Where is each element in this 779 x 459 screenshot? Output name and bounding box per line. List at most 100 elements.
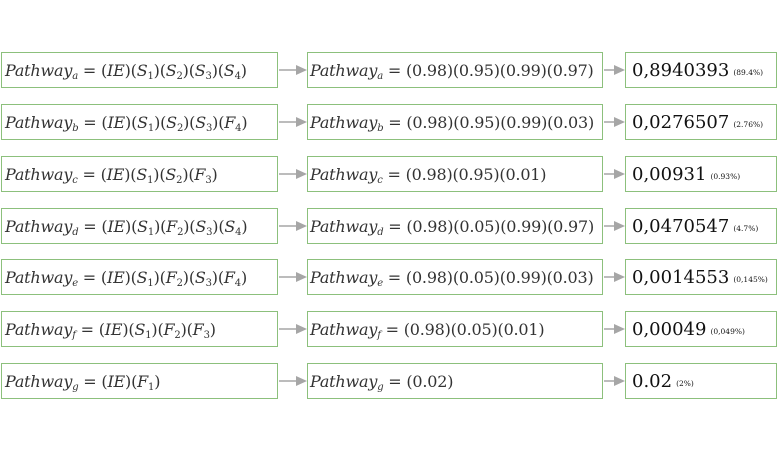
formula-term: (F4) [218, 268, 247, 289]
term-symbol: S [136, 267, 148, 287]
paren: ) [211, 164, 218, 184]
equals-sign: = [75, 319, 99, 339]
term-subscript: 1 [145, 329, 152, 341]
paren: ) [154, 371, 161, 391]
pathway-subscript: c [377, 174, 383, 186]
equals-sign: = [77, 267, 101, 287]
term-symbol: IE [106, 164, 125, 184]
term-symbol: F [137, 371, 149, 391]
paren: ) [122, 319, 129, 339]
paren: ) [154, 216, 161, 236]
term-subscript: 1 [147, 277, 154, 289]
formula-term: (S1) [128, 320, 157, 341]
numeric-formula: Pathwayd = (0.98)(0.05)(0.99)(0.97) [310, 217, 594, 238]
result-percent: (2%) [676, 378, 694, 388]
term-symbol: IE [106, 267, 125, 287]
equals-sign: = [382, 267, 406, 287]
paren: ) [182, 267, 189, 287]
equals-sign: = [77, 60, 101, 80]
paren: ( [131, 371, 138, 391]
symbolic-formula: Pathwayd = (IE)(S1)(F2)(S3)(S4) [5, 216, 248, 238]
term-symbol: F [224, 112, 236, 132]
symbolic-formula-box: Pathwayc = (IE)(S1)(S2)(F3) [1, 156, 278, 192]
pathway-subscript: d [377, 226, 384, 238]
paren: ) [125, 371, 132, 391]
pathway-label: Pathway [310, 371, 378, 391]
result-value: 0,0276507 [632, 111, 730, 133]
pathway-label: Pathway [310, 164, 378, 184]
pathway-subscript: g [377, 381, 384, 393]
pathway-label: Pathway [310, 60, 378, 80]
formula-term: (F4) [218, 112, 247, 134]
paren: ) [211, 267, 218, 287]
pathway-name: Pathwaye [310, 268, 383, 289]
term-symbol: S [194, 60, 206, 80]
formula-term: (IE) [99, 320, 129, 339]
paren: ) [212, 112, 219, 132]
paren: ) [211, 60, 218, 80]
term-subscript: 2 [177, 226, 184, 238]
equals-sign: = [382, 164, 406, 184]
result-box: 0,0276507(2.76%) [625, 104, 777, 140]
paren: ( [189, 112, 196, 132]
paren: ( [189, 216, 196, 236]
paren: ( [218, 112, 225, 132]
term-subscript: 1 [147, 226, 155, 238]
numeric-expression: (0.98)(0.95)(0.99)(0.97) [405, 60, 594, 80]
formula-term: (S1) [130, 60, 160, 82]
numeric-formula: Pathwayc = (0.98)(0.95)(0.01) [310, 164, 547, 186]
result-percent: (0,145%) [733, 274, 768, 284]
paren: ( [130, 60, 137, 80]
result-value: 0,00931 [632, 163, 707, 185]
formula-term: (S3) [189, 112, 219, 134]
symbolic-formula: Pathwayb = (IE)(S1)(S2)(S3)(F4) [5, 112, 248, 134]
flow-arrow [279, 117, 307, 127]
pathway-name: Pathwayd [310, 217, 384, 238]
term-subscript: 2 [176, 277, 183, 289]
term-symbol: S [194, 267, 206, 287]
equals-sign: = [78, 112, 102, 132]
paren: ( [217, 60, 224, 80]
equals-sign: = [78, 371, 102, 391]
flow-arrow [604, 65, 625, 75]
formula-term: (S1) [131, 267, 160, 289]
paren: ( [159, 60, 166, 80]
term-subscript: 4 [234, 70, 241, 82]
symbolic-formula: Pathwayf = (IE)(S1)(F2)(F3) [5, 319, 216, 341]
term-subscript: 3 [205, 277, 212, 289]
result-value: 0,00049 [632, 318, 707, 340]
term-symbol: F [192, 319, 204, 339]
result-box: 0,8940393(89.4%) [625, 52, 777, 88]
term-subscript: 1 [147, 174, 154, 186]
paren: ( [159, 164, 166, 184]
term-symbol: F [165, 267, 177, 287]
formula-term: (IE) [101, 217, 131, 236]
flow-arrow [604, 117, 625, 127]
pathway-name: Pathwayc [5, 165, 78, 186]
pathway-name: Pathwaya [310, 60, 383, 82]
numeric-formula-box: Pathwayf = (0.98)(0.05)(0.01) [307, 311, 603, 347]
result-percent: (4.7%) [733, 223, 759, 233]
term-symbol: IE [104, 319, 123, 339]
term-symbol: S [166, 112, 177, 132]
paren: ( [131, 216, 138, 236]
formula-term: (S2) [160, 112, 189, 134]
term-subscript: 3 [203, 329, 210, 341]
pathway-name: Pathwayf [5, 320, 76, 341]
pathway-name: Pathwayd [5, 217, 79, 238]
pathway-name: Pathwayc [310, 164, 383, 186]
pathway-subscript: e [377, 277, 383, 289]
numeric-formula: Pathwayb = (0.98)(0.95)(0.99)(0.03) [310, 113, 594, 134]
paren: ) [124, 164, 131, 184]
paren: ( [188, 164, 195, 184]
numeric-formula-box: Pathwaya = (0.98)(0.95)(0.99)(0.97) [307, 52, 603, 88]
numeric-formula-box: Pathwayc = (0.98)(0.95)(0.01) [307, 156, 603, 192]
paren: ) [209, 319, 216, 339]
formula-term: (S1) [131, 216, 161, 238]
flow-arrow [279, 272, 307, 282]
term-symbol: S [223, 60, 235, 80]
pathway-label: Pathway [5, 371, 73, 391]
formula-term: (IE) [101, 113, 131, 132]
result-value: 0.02 [632, 370, 673, 392]
paren: ) [153, 267, 160, 287]
